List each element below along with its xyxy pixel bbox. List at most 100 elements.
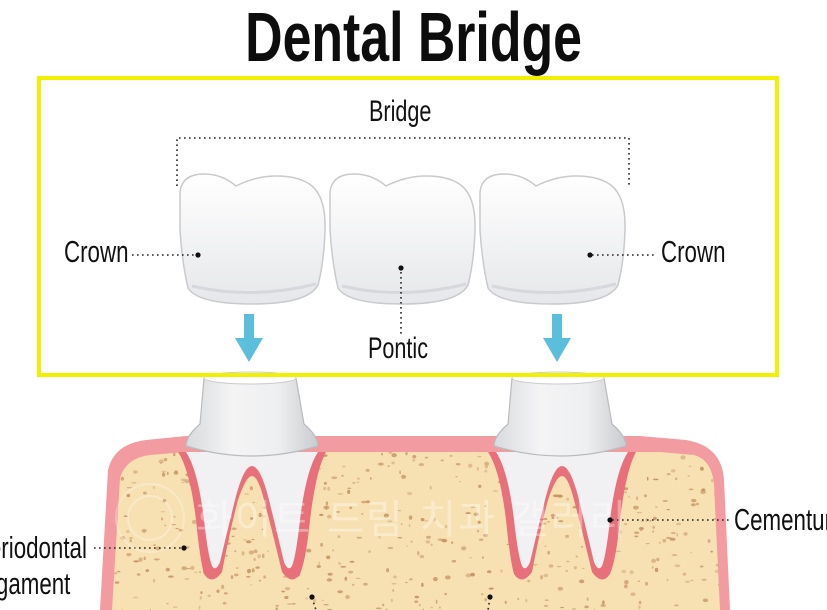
bone-speckle [654,567,659,573]
bone-texture [112,452,720,610]
bone-speckle [477,520,481,524]
bone-speckle [165,567,170,572]
bone-speckle [517,598,520,600]
bone-speckle [690,552,693,554]
bone-speckle [282,576,288,578]
bone-speckle [275,604,280,607]
bone-speckle [602,600,605,605]
bone-speckle [234,573,239,577]
bone-speckle [363,582,368,586]
bone-speckle [710,550,713,553]
bone-speckle [484,598,487,602]
bone-speckle [557,586,564,591]
bone-speckle [382,603,385,607]
bone-speckle [638,527,645,530]
bone-speckle [230,575,234,580]
bone-speckle [181,566,187,571]
bone-speckle [281,590,285,593]
bone-speckle [378,535,381,539]
bone-speckle [478,538,484,541]
bone-speckle [666,536,672,539]
periodontal-label-line1: Periodontal [0,530,87,565]
right-crown [479,173,626,305]
bone-speckle [253,549,258,553]
bone-speckle [368,550,371,553]
bone-speckle [636,496,639,501]
bone-speckle [492,490,499,492]
bone-speckle [258,512,262,518]
bone-speckle [306,548,312,553]
bone-speckle [425,540,431,544]
bone-speckle [429,485,432,490]
left-down-arrow [235,314,263,362]
bone-speckle [192,519,197,525]
bone-speckle [331,476,338,480]
bone-speckle [682,572,687,576]
bone-speckle [481,556,484,559]
bridge-label: Bridge [369,95,432,128]
bone-speckle [167,471,169,476]
bone-speckle [666,578,669,582]
bone-speckle [120,476,125,481]
bone-speckle [316,565,321,568]
bone-speckle [132,596,139,599]
bone-speckle [540,575,543,580]
left-root [178,452,326,580]
bone-speckle [547,521,550,523]
bone-speckle [600,604,606,607]
bone-speckle [198,571,202,573]
bone-speckle [365,468,370,472]
bone-speckle [455,476,458,478]
bone-speckle [349,506,353,510]
bone-speckle [152,486,155,489]
bone-speckle [356,477,361,480]
bone-speckle [319,513,324,517]
bone-speckle [674,564,681,568]
bone-speckle [418,604,421,607]
bone-speckle [552,494,559,498]
bone-speckle [326,555,331,560]
bone-speckle [430,543,433,546]
bone-speckle [543,573,549,578]
bone-speckle [638,605,641,610]
bone-speckle [465,512,472,515]
cementum-label: Cementum [734,502,827,537]
bone-speckle [158,459,164,464]
bone-speckle [551,516,555,520]
bone-speckle [153,558,160,561]
bone-speckle [327,486,331,491]
bone-speckle [251,568,255,573]
bone-speckle [470,572,475,577]
bone-speckle [377,462,384,466]
bone-speckle [671,554,678,556]
bone-speckle [701,578,707,581]
bone-speckle [680,455,686,460]
bone-speckle [347,487,352,490]
bone-speckle [305,597,308,600]
bone-speckle [637,580,640,582]
bone-speckle [566,560,570,563]
bone-speckle [430,606,434,609]
bone-speckle [406,545,408,547]
bone-speckle [451,541,454,544]
bone-speckle [175,527,179,530]
bone-speckle [401,474,407,479]
bone-speckle [381,452,383,456]
bone-speckle [284,587,291,591]
bone-speckle [484,465,489,469]
bone-speckle [484,461,490,466]
bone-speckle [393,575,397,579]
bone-speckle [388,452,393,454]
bone-speckle [688,465,692,467]
bone-speckle [194,571,198,573]
bone-speckle [433,517,436,522]
bone-speckle [143,531,145,533]
bone-speckle [344,576,347,581]
bone-speckle [669,537,676,541]
bone-speckle [231,535,235,538]
bone-speckle [433,577,438,582]
bone-speckle [248,550,255,555]
bone-speckle [344,576,348,582]
bone-speckle [340,565,347,568]
